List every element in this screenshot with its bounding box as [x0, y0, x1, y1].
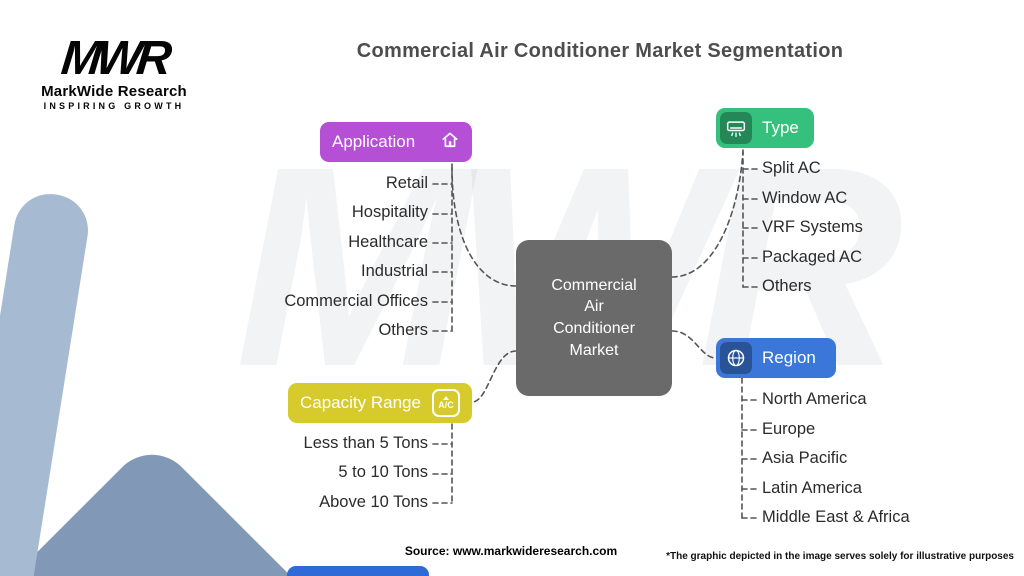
- node-region: Region: [716, 338, 836, 378]
- logo-mark: MWR: [58, 32, 170, 85]
- connector-center-capacity: [472, 350, 517, 403]
- application-label: Application: [332, 132, 416, 151]
- list-item: North America: [762, 390, 867, 408]
- node-application: Application: [320, 122, 472, 162]
- page-title: Commercial Air Conditioner Market Segmen…: [356, 40, 844, 62]
- list-item: Others: [762, 277, 812, 295]
- list-item: Split AC: [762, 159, 821, 177]
- capacity-range-items: Less than 5 Tons 5 to 10 Tons Above 10 T…: [178, 429, 428, 517]
- ac-badge-text: A/C: [438, 400, 454, 410]
- home-icon: [440, 130, 460, 155]
- logo-company-name: MarkWide Research: [41, 83, 187, 100]
- list-item: Above 10 Tons: [319, 492, 428, 511]
- capacity-range-label: Capacity Range: [300, 393, 421, 412]
- globe-icon: [720, 342, 752, 374]
- ac-unit-icon: [720, 112, 752, 144]
- region-label: Region: [762, 348, 816, 367]
- list-item: Commercial Offices: [284, 291, 428, 310]
- connector-center-region: [671, 330, 716, 359]
- list-item: Europe: [762, 419, 816, 438]
- list-item: Latin America: [762, 478, 862, 497]
- source-text: Source: www.markwideresearch.com: [404, 544, 618, 558]
- node-type: Type: [716, 108, 814, 148]
- center-node-label: Commercial Air Conditioner Market: [551, 276, 637, 359]
- brand-logo: MWR MarkWide Research INSPIRING GROWTH: [30, 32, 198, 111]
- list-item: Middle East & Africa: [762, 508, 910, 526]
- disclaimer-text: *The graphic depicted in the image serve…: [666, 551, 1014, 562]
- type-label: Type: [762, 118, 799, 137]
- list-item: Hospitality: [351, 203, 428, 222]
- type-items: Split AC Window AC VRF Systems Packaged …: [762, 154, 982, 302]
- node-capacity-range: Capacity Range A/C: [288, 383, 472, 423]
- logo-tagline: INSPIRING GROWTH: [43, 101, 185, 111]
- caret-up-icon: [443, 396, 449, 400]
- connector-center-type: [671, 151, 744, 278]
- ac-badge-icon: A/C: [432, 389, 460, 417]
- decor-blue-bar: [287, 566, 429, 576]
- list-item: Others: [378, 321, 428, 340]
- connector-center-application: [451, 167, 517, 287]
- list-item: 5 to 10 Tons: [338, 463, 428, 482]
- node-center-market: Commercial Air Conditioner Market: [516, 240, 672, 396]
- list-item: Industrial: [361, 262, 428, 281]
- list-item: VRF Systems: [762, 218, 863, 236]
- list-item: Retail: [385, 174, 428, 192]
- application-items: Retail Hospitality Healthcare Industrial…: [178, 169, 428, 346]
- list-item: Less than 5 Tons: [303, 434, 428, 452]
- list-item: Window AC: [762, 188, 848, 207]
- list-item: Asia Pacific: [762, 449, 848, 467]
- region-items: North America Europe Asia Pacific Latin …: [762, 385, 992, 533]
- list-item: Healthcare: [348, 232, 428, 251]
- list-item: Packaged AC: [762, 247, 862, 266]
